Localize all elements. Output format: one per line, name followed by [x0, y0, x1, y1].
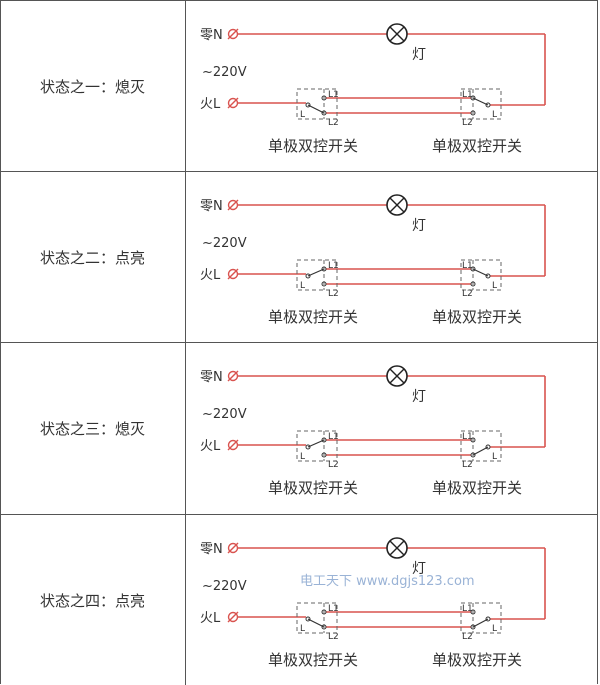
- lamp-label: 灯: [412, 47, 426, 63]
- voltage-label: ~220V: [202, 407, 247, 422]
- l1-label: L1: [328, 90, 339, 100]
- l2-label: L2: [462, 118, 473, 128]
- lamp-icon: [389, 197, 405, 213]
- l-label: L: [492, 281, 497, 291]
- neutral-label: 零N: [200, 370, 223, 385]
- state-label: 状态之四：点亮: [0, 515, 186, 685]
- l2-label: L2: [462, 460, 473, 470]
- l1-label: L1: [328, 432, 339, 442]
- neutral-terminal-icon: [227, 28, 239, 40]
- switch-blade: [307, 618, 325, 628]
- switch-label: 单极双控开关: [432, 137, 522, 155]
- lamp-icon: [389, 368, 405, 384]
- lamp-label: 灯: [412, 561, 426, 577]
- neutral-terminal-icon: [227, 199, 239, 211]
- live-terminal-icon: [227, 611, 239, 623]
- l-label: L: [300, 452, 305, 462]
- live-label: 火L: [200, 611, 221, 626]
- l2-label: L2: [462, 289, 473, 299]
- switch-blade: [472, 97, 489, 106]
- switch-label: 单极双控开关: [432, 308, 522, 326]
- l2-label: L2: [328, 289, 339, 299]
- neutral-terminal-icon: [227, 542, 239, 554]
- switch-label: 单极双控开关: [432, 651, 522, 669]
- l1-label: L1: [328, 604, 339, 614]
- neutral-terminal-icon: [227, 370, 239, 382]
- switch-blade: [307, 104, 325, 114]
- l-label: L: [300, 281, 305, 291]
- voltage-label: ~220V: [202, 579, 247, 594]
- switch-blade: [472, 618, 489, 628]
- live-terminal-icon: [227, 611, 239, 623]
- state-label: 状态之二：点亮: [0, 172, 186, 343]
- l-label: L: [492, 624, 497, 634]
- watermark: 电工天下 www.dgjs123.com: [300, 574, 475, 589]
- live-terminal-icon: [227, 268, 239, 280]
- l1-label: L1: [462, 432, 473, 442]
- live-label: 火L: [200, 439, 221, 454]
- state-label: 状态之一：熄灭: [0, 1, 186, 172]
- live-terminal-icon: [227, 439, 239, 451]
- voltage-label: ~220V: [202, 236, 247, 251]
- neutral-label: 零N: [200, 542, 223, 557]
- lamp-label: 灯: [412, 218, 426, 234]
- l1-label: L1: [462, 261, 473, 271]
- l-label: L: [300, 624, 305, 634]
- neutral-terminal-icon: [227, 370, 239, 382]
- live-terminal-icon: [227, 97, 239, 109]
- switch-label: 单极双控开关: [268, 479, 358, 497]
- neutral-terminal-icon: [227, 542, 239, 554]
- l1-label: L1: [328, 261, 339, 271]
- l-label: L: [300, 110, 305, 120]
- state-label: 状态之三：熄灭: [0, 343, 186, 514]
- live-terminal-icon: [227, 97, 239, 109]
- l1-label: L1: [462, 90, 473, 100]
- switch-label: 单极双控开关: [268, 651, 358, 669]
- lamp-label: 灯: [412, 389, 426, 405]
- switch-label: 单极双控开关: [268, 308, 358, 326]
- l2-label: L2: [328, 460, 339, 470]
- l2-label: L2: [328, 118, 339, 128]
- neutral-terminal-icon: [227, 199, 239, 211]
- neutral-terminal-icon: [227, 28, 239, 40]
- lamp-icon: [389, 540, 405, 556]
- live-terminal-icon: [227, 439, 239, 451]
- neutral-label: 零N: [200, 28, 223, 43]
- switch-blade: [472, 268, 489, 277]
- live-label: 火L: [200, 268, 221, 283]
- l2-label: L2: [328, 632, 339, 642]
- l2-label: L2: [462, 632, 473, 642]
- switch-blade: [307, 268, 325, 277]
- live-label: 火L: [200, 97, 221, 112]
- switch-label: 单极双控开关: [268, 137, 358, 155]
- live-terminal-icon: [227, 268, 239, 280]
- switch-blade: [472, 446, 489, 456]
- switch-label: 单极双控开关: [432, 479, 522, 497]
- lamp-icon: [389, 26, 405, 42]
- l-label: L: [492, 452, 497, 462]
- l1-label: L1: [462, 604, 473, 614]
- neutral-label: 零N: [200, 199, 223, 214]
- switch-blade: [307, 439, 325, 448]
- voltage-label: ~220V: [202, 65, 247, 80]
- l-label: L: [492, 110, 497, 120]
